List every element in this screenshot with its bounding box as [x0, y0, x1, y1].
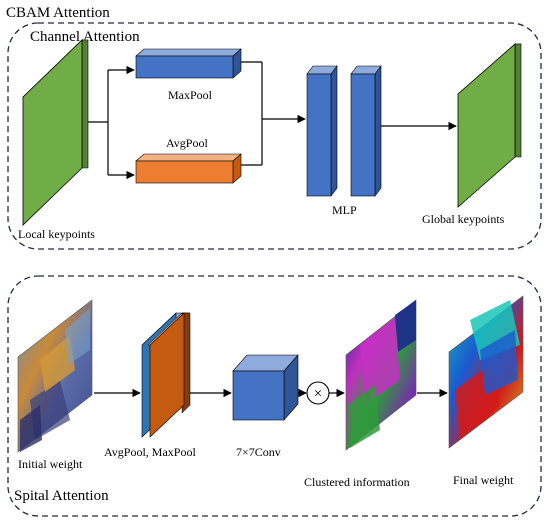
maxpool-label: MaxPool [168, 88, 213, 102]
channel-merge-lines [241, 61, 306, 166]
local-keypoints-feature-map [22, 39, 89, 226]
channel-branch-lines [88, 65, 135, 180]
global-keypoints-label: Global keypoints [422, 212, 505, 226]
mlp-block-2 [350, 65, 382, 197]
multiply-symbol: × [314, 386, 322, 402]
figure-title: CBAM Attention [6, 5, 110, 21]
avgpool-block [135, 153, 242, 184]
pooled-maps-label: AvgPool, MaxPool [104, 445, 196, 459]
mlp-label: MLP [332, 203, 357, 217]
initial-weight-image [17, 299, 93, 453]
local-keypoints-label: Local keypoints [18, 227, 95, 241]
multiply-operator-icon: × [306, 381, 330, 405]
channel-attention-title: Channel Attention [30, 29, 140, 45]
clustered-information-image [345, 299, 417, 451]
maxpool-block [135, 48, 242, 79]
final-weight-image [448, 295, 524, 449]
conv-label: 7×7Conv [236, 445, 281, 459]
avgpool-label: AvgPool [166, 136, 208, 150]
channel-attention-panel [7, 22, 542, 250]
spatial-attention-title: Spital Attention [14, 488, 109, 504]
conv-7x7-cube [232, 354, 299, 421]
initial-weight-label: Initial weight [18, 457, 83, 471]
clustered-information-label: Clustered information [304, 475, 410, 489]
pooled-maps-block [141, 312, 191, 438]
global-keypoints-feature-map [457, 43, 522, 208]
mlp-block-1 [306, 65, 338, 197]
final-weight-label: Final weight [453, 473, 514, 487]
spatial-attention-panel [7, 275, 542, 517]
